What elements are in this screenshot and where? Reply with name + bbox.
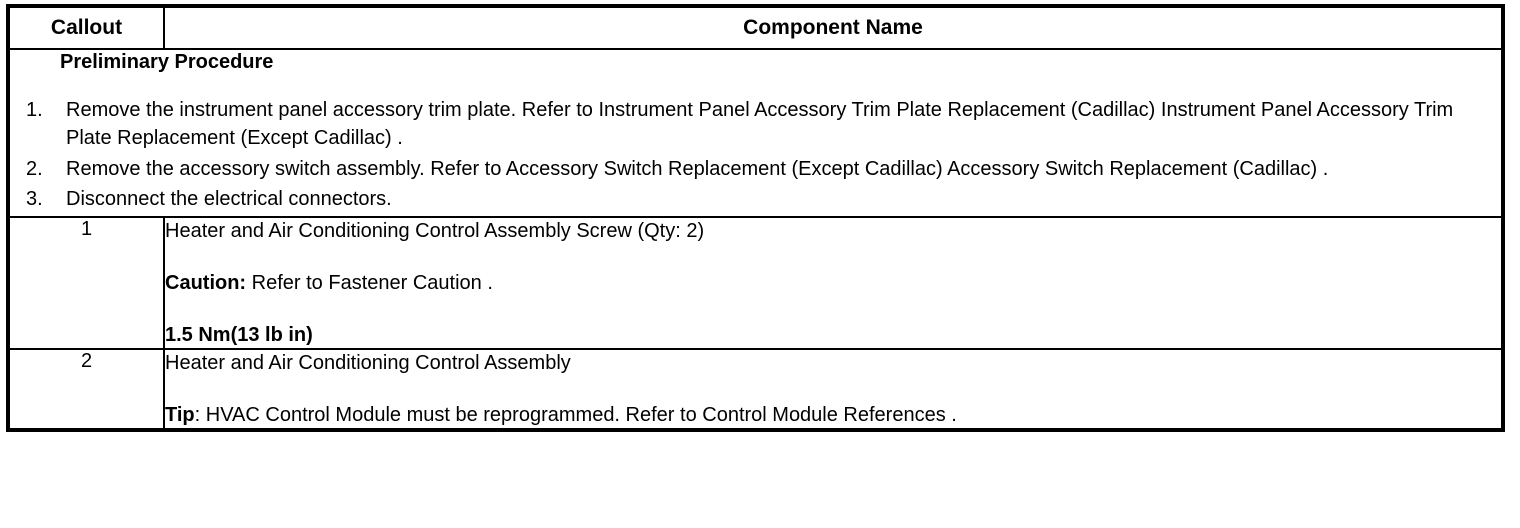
callout-number-2: 2 — [7, 347, 165, 431]
step-text: Remove the accessory switch assembly. Re… — [66, 157, 1329, 180]
callout-number-1: 1 — [7, 215, 165, 350]
step-text: Disconnect the electrical connectors. — [66, 188, 392, 211]
table-row: 2 Heater and Air Conditioning Control As… — [7, 347, 1504, 431]
preliminary-procedure-cell: Preliminary Procedure 1. Remove the inst… — [7, 48, 1504, 218]
step-number: 2. — [26, 157, 43, 180]
list-item: 2. Remove the accessory switch assembly.… — [10, 155, 1501, 183]
header-callout: Callout — [7, 5, 165, 50]
table-row: 1 Heater and Air Conditioning Control As… — [7, 215, 1504, 350]
torque-specification: 1.5 Nm(13 lb in) — [165, 323, 313, 346]
list-item: 3. Disconnect the electrical connectors. — [10, 185, 1501, 213]
list-item: 1. Remove the instrument panel accessory… — [10, 96, 1501, 153]
table-header-row: Callout Component Name — [7, 5, 1504, 50]
tip-text: : HVAC Control Module must be reprogramm… — [194, 403, 957, 426]
caution-note: Caution: Refer to Fastener Caution . — [165, 270, 1501, 296]
preliminary-procedure-row: Preliminary Procedure 1. Remove the inst… — [7, 48, 1504, 218]
header-component-name: Component Name — [163, 5, 1504, 50]
caution-label: Caution: — [165, 271, 247, 294]
caution-text: Refer to Fastener Caution . — [246, 271, 493, 294]
component-name-text: Heater and Air Conditioning Control Asse… — [165, 219, 705, 242]
component-callout-table: Callout Component Name Preliminary Proce… — [6, 4, 1505, 432]
tip-label: Tip — [165, 403, 195, 426]
component-description-1: Heater and Air Conditioning Control Asse… — [163, 215, 1504, 350]
preliminary-steps-list: 1. Remove the instrument panel accessory… — [10, 96, 1501, 214]
step-text: Remove the instrument panel accessory tr… — [66, 99, 1454, 150]
component-name-text: Heater and Air Conditioning Control Asse… — [165, 351, 571, 374]
component-description-2: Heater and Air Conditioning Control Asse… — [163, 347, 1504, 431]
step-number: 1. — [26, 99, 43, 121]
tip-note: Tip: HVAC Control Module must be reprogr… — [165, 402, 1501, 428]
preliminary-procedure-title: Preliminary Procedure — [60, 51, 274, 73]
step-number: 3. — [26, 188, 43, 211]
